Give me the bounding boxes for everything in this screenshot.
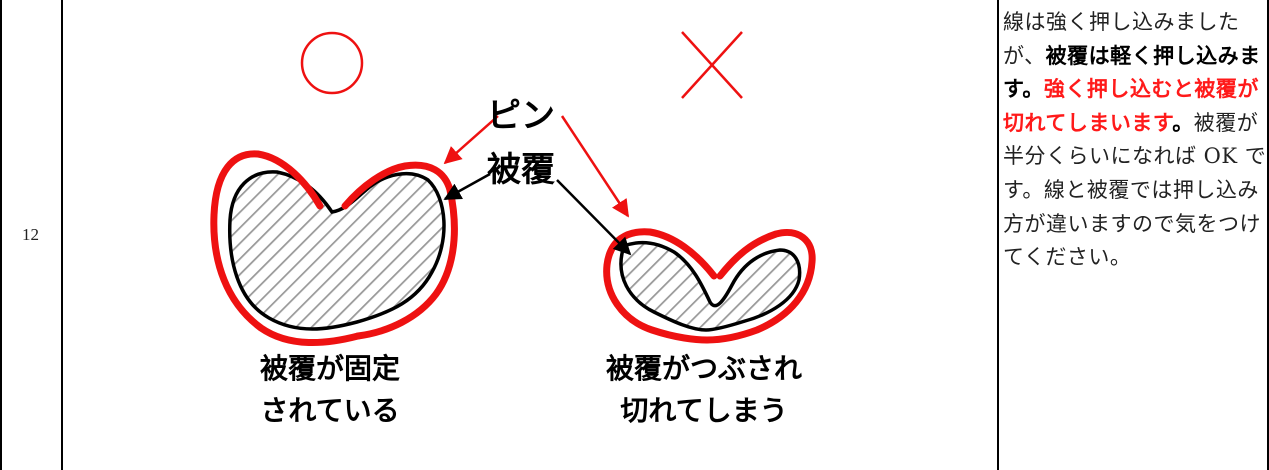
caption-left-line2: されている xyxy=(260,394,400,427)
caption-left: 被覆が固定 されている xyxy=(180,348,480,432)
caption-right-line2: 切れてしまう xyxy=(620,394,788,427)
label-cover: 被覆 xyxy=(487,150,555,190)
description-text-2: 被覆が半分くらいになれば OK です。線と被覆では押し込み方が違いますので気をつ… xyxy=(1003,110,1267,270)
good-mark-circle-icon xyxy=(300,31,364,95)
caption-left-line1: 被覆が固定 xyxy=(259,352,400,385)
description-bold-1: 被覆は軽く押し込みます。 xyxy=(1003,43,1261,102)
cover-arrow-left xyxy=(443,172,491,201)
table-border-right xyxy=(1267,0,1269,470)
table-divider-2 xyxy=(997,0,999,470)
pin-arrow-right xyxy=(560,115,630,218)
left-pin-left-half xyxy=(210,150,362,347)
left-pin-right-half xyxy=(341,161,458,340)
cover-arrow-right xyxy=(556,179,632,256)
figure-cell: ピン 被覆 被覆が固定 されている 被覆がつぶされ 切れてしまう xyxy=(62,0,997,470)
right-pin-right-half xyxy=(703,229,816,344)
caption-right: 被覆がつぶされ 切れてしまう xyxy=(554,348,854,432)
description-cell: 線は強く押し込みましたが、被覆は軽く押し込みます。強く押し込むと被覆が切れてしま… xyxy=(1003,6,1267,275)
bad-mark-cross-icon xyxy=(681,31,743,99)
caption-right-line1: 被覆がつぶされ xyxy=(605,352,802,385)
label-pin: ピン xyxy=(487,96,555,136)
crimp-diagram xyxy=(210,31,816,347)
pin-arrow-left xyxy=(443,115,499,165)
description-warning: 強く押し込むと被覆が切れてしまいます xyxy=(1003,77,1259,135)
right-pin-left-half xyxy=(603,228,718,344)
left-cover-shape xyxy=(227,170,446,331)
table-divider-1 xyxy=(61,0,63,470)
table-border-left xyxy=(0,0,2,470)
description-bold-2: 。 xyxy=(1172,110,1194,135)
description-text-1: 線は強く押し込みましたが、 xyxy=(1003,10,1240,68)
row-number: 12 xyxy=(22,225,39,244)
right-cover-shape xyxy=(619,240,802,332)
